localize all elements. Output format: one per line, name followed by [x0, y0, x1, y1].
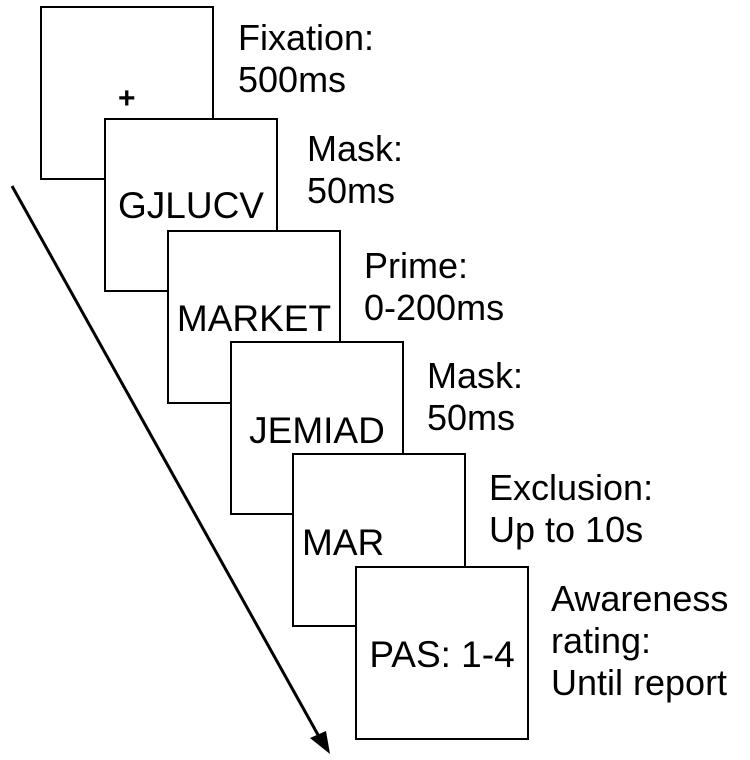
label-mask-1: Mask: 50ms [307, 128, 403, 212]
label-exclusion-line-2: Up to 10s [489, 509, 644, 550]
label-prime: Prime: 0-200ms [364, 245, 504, 329]
label-awareness-line-3: Until report [551, 662, 728, 703]
label-mask-1-line-1: Mask: [307, 128, 404, 169]
stimulus-exclusion: MAR [302, 522, 385, 563]
label-fixation: Fixation: 500ms [238, 17, 374, 101]
stimulus-mask-1: GJLUCV [118, 185, 264, 226]
label-mask-2-line-2: 50ms [427, 397, 516, 438]
arrow-down-right-icon [310, 731, 330, 754]
label-fixation-line-2: 500ms [238, 59, 347, 100]
stimulus-prime: MARKET [176, 298, 332, 339]
stimulus-awareness: PAS: 1-4 [369, 634, 515, 675]
label-mask-2: Mask: 50ms [427, 355, 523, 439]
label-exclusion-line-1: Exclusion: [489, 467, 654, 508]
time-arrow-line [10, 185, 324, 743]
label-mask-2-line-1: Mask: [427, 355, 524, 396]
label-awareness-line-2: rating: [551, 620, 652, 661]
label-awareness: Awareness rating: Until report [551, 578, 728, 704]
frame-awareness: PAS: 1-4 [355, 566, 529, 740]
label-prime-line-1: Prime: [364, 245, 469, 286]
label-prime-line-2: 0-200ms [364, 287, 505, 328]
fixation-cross: + [118, 82, 136, 115]
label-fixation-line-1: Fixation: [238, 17, 375, 58]
stimulus-mask-2: JEMIAD [249, 410, 385, 451]
label-exclusion: Exclusion: Up to 10s [489, 467, 653, 551]
label-awareness-line-1: Awareness [551, 578, 729, 619]
label-mask-1-line-2: 50ms [307, 170, 396, 211]
